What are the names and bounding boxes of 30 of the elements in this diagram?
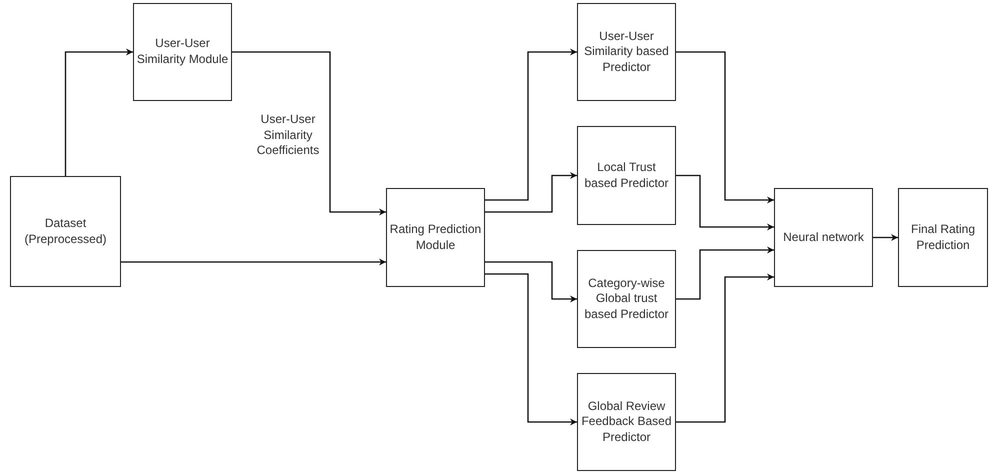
process-box [577,126,676,225]
box-label: User-User Similarity based Predictor [583,28,670,76]
arrow [676,274,774,423]
process-box [577,250,676,348]
box-label: Final Rating Prediction [910,222,976,254]
arrow [873,234,898,241]
arrow [485,172,577,213]
arrow [485,261,577,302]
process-box [898,188,988,287]
arrow [232,51,386,216]
box-label: User-User Similarity Module [136,36,229,68]
arrow [64,48,133,176]
arrow [676,174,774,230]
process-box [577,3,676,101]
arrow [485,48,577,201]
process-box [774,188,873,287]
arrow [676,246,774,300]
box-label: Neural network [783,230,864,246]
process-box [577,373,676,471]
box-label: Category-wise Global trust based Predictor [583,276,670,322]
arrow [676,51,774,204]
box-label: Rating Prediction Module [389,222,482,254]
arrow [485,273,577,426]
process-box [133,3,232,101]
box-label: Local Trust based Predictor [583,160,670,192]
box-label: Global Review Feedback Based Predictor [580,398,673,446]
box-label: Dataset (Preprocessed) [23,216,108,248]
process-box [386,188,485,287]
process-box [10,176,121,287]
arrow [121,258,386,266]
